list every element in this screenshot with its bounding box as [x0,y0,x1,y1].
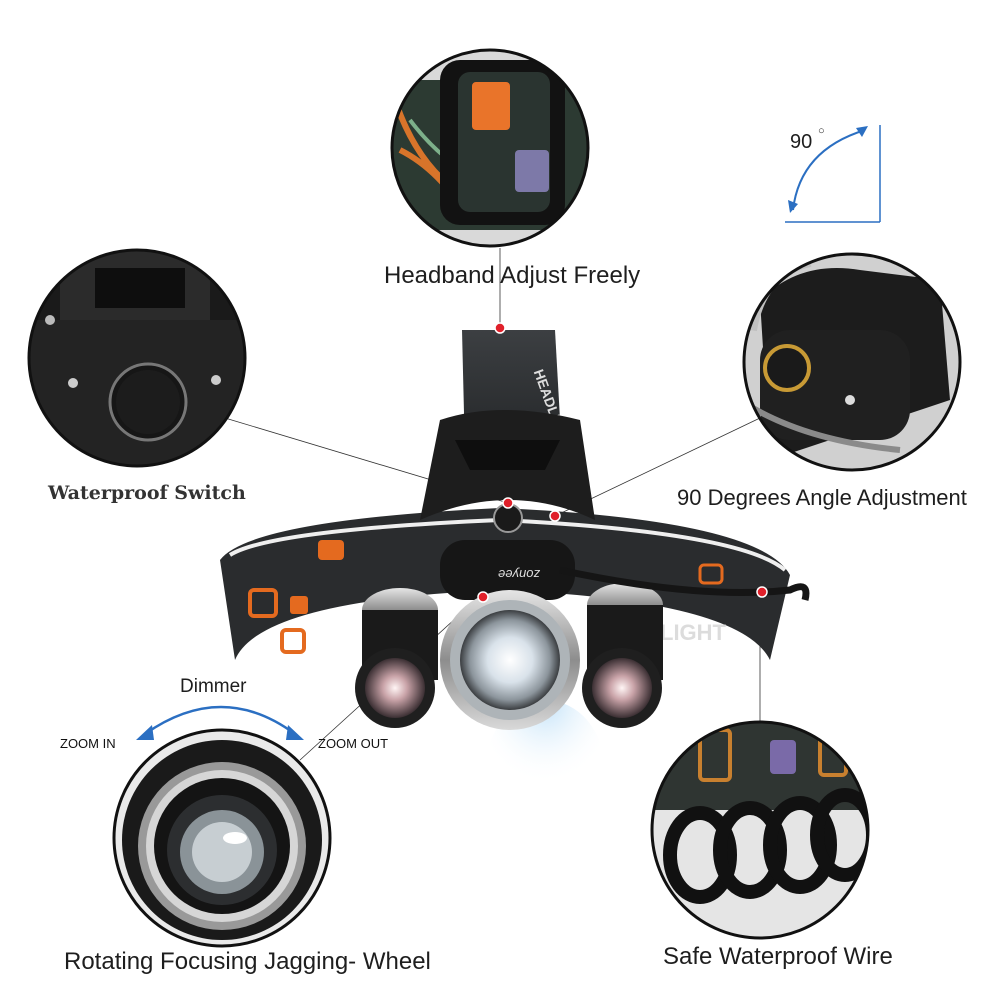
waterproof-switch-label: Waterproof Switch [48,482,246,504]
zoom-in-label: ZOOM IN [60,736,116,751]
dimmer-label: Dimmer [180,676,247,697]
angle-value: 90 [790,131,813,153]
switch-callout-image [29,250,245,466]
angle-diagram [785,125,881,223]
focusing-wheel-label: Rotating Focusing Jagging- Wheel [64,948,431,975]
svg-text:zonyee: zonyee [498,567,541,582]
svg-text:LIGHT: LIGHT [660,620,727,645]
degree-symbol: ○ [818,125,825,137]
dimmer-arrow [136,705,304,740]
angle-adjustment-label: 90 Degrees Angle Adjustment [677,485,967,510]
waterproof-wire-label: Safe Waterproof Wire [663,943,893,970]
wheel-callout-image [114,730,330,946]
headband-label: Headband Adjust Freely [384,262,641,289]
zoom-out-label: ZOOM OUT [318,736,389,751]
markers [477,322,768,603]
angle-joint-callout-image [744,254,960,470]
headband-callout-image [392,50,588,246]
